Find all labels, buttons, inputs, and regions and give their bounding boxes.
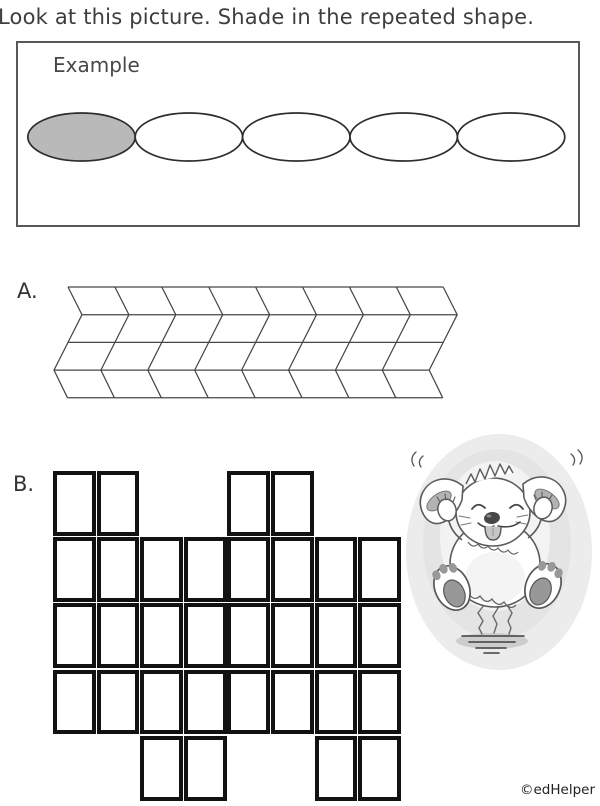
grid-cell <box>227 537 271 603</box>
pattern-zigzag-line <box>428 286 458 399</box>
page-title: Look at this picture. Shade in the repea… <box>0 5 535 29</box>
grid-cell <box>358 669 401 735</box>
grid-cell <box>271 537 314 603</box>
grid-cell <box>358 603 401 669</box>
pattern-zigzag-line <box>287 286 318 399</box>
grid-cell <box>140 603 183 669</box>
grid-cell <box>227 603 271 669</box>
grid-cell <box>227 471 271 536</box>
grid-cell <box>140 537 183 603</box>
section-a-pattern <box>53 286 458 399</box>
grid-cell <box>271 471 314 536</box>
oval-shape <box>134 112 244 162</box>
oval-shape <box>456 112 566 162</box>
example-oval-row <box>26 112 566 162</box>
grid-cell <box>183 735 227 801</box>
grid-cell <box>183 603 227 669</box>
grid-cell <box>53 669 96 735</box>
grid-cell <box>358 537 401 603</box>
example-label: Example <box>53 53 140 77</box>
oval-shape <box>349 112 459 162</box>
grid-cell <box>227 669 271 735</box>
section-b-grid <box>53 471 403 803</box>
pattern-zigzag-line <box>53 286 83 399</box>
grid-cell <box>96 471 140 536</box>
grid-cell <box>314 669 358 735</box>
copyright-credit: ©edHelper <box>519 782 595 798</box>
grid-cell <box>271 669 314 735</box>
grid-cell <box>96 669 140 735</box>
grid-cell <box>53 537 96 603</box>
grid-cell <box>53 471 96 536</box>
grid-cell <box>96 603 140 669</box>
grid-cell <box>140 735 183 801</box>
grid-cell <box>314 735 358 801</box>
pattern-zigzag-line <box>240 286 271 399</box>
pattern-zigzag-line <box>381 286 412 399</box>
pattern-zigzag-line <box>194 286 224 399</box>
oval-shape-shaded <box>26 112 137 162</box>
grid-cell <box>53 603 96 669</box>
example-box: Example <box>16 41 580 227</box>
oval-shape <box>241 112 351 162</box>
pattern-zigzag-line <box>147 286 177 399</box>
pattern-zigzag-line <box>100 286 130 399</box>
grid-cell <box>96 537 140 603</box>
grid-cell <box>140 669 183 735</box>
pattern-zigzag-line <box>334 286 365 399</box>
grid-cell <box>314 537 358 603</box>
grid-cell <box>183 537 227 603</box>
ground-shadow <box>456 633 528 649</box>
grid-cell <box>271 603 314 669</box>
grid-cell <box>314 603 358 669</box>
bunny-illustration <box>406 434 592 670</box>
section-a-label: A. <box>17 279 38 303</box>
grid-cell <box>183 669 227 735</box>
section-b-label: B. <box>13 472 35 496</box>
grid-cell <box>358 735 401 801</box>
